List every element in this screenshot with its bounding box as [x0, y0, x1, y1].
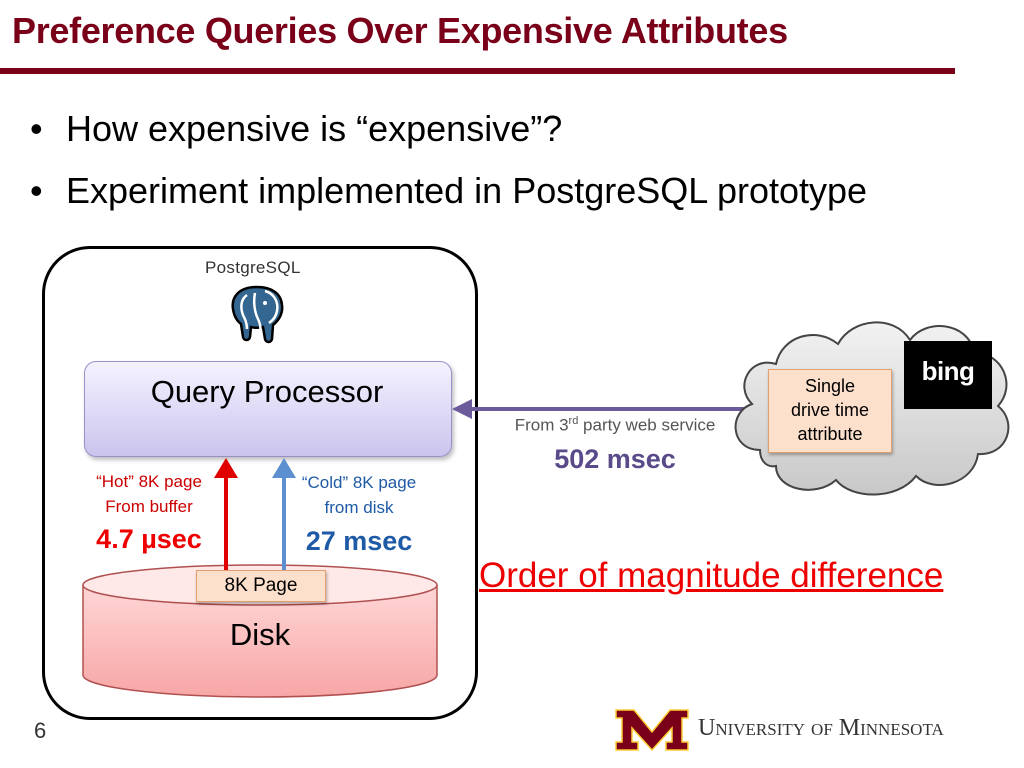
attribute-label-line1: Single — [804, 376, 856, 396]
disk-cylinder — [82, 564, 438, 698]
cold-arrow-head — [272, 458, 296, 478]
cold-page-label-line1: “Cold” 8K page — [301, 473, 417, 492]
web-latency-value: 502 msec — [554, 444, 676, 474]
bullet-text: How expensive is “expensive”? — [66, 108, 563, 149]
bing-logo-text: bing — [921, 356, 975, 386]
bullet-symbol: • — [30, 170, 43, 211]
bing-logo-icon — [904, 341, 992, 409]
page-number: 6 — [34, 718, 47, 743]
page-block: 8K Page — [196, 570, 326, 602]
cold-latency-value: 27 msec — [305, 526, 413, 556]
bullet-text: Experiment implemented in PostgreSQL pro… — [66, 170, 868, 211]
attribute-box — [768, 369, 892, 453]
hot-arrow-head — [214, 458, 238, 478]
disk-label: Disk — [229, 617, 291, 652]
postgresql-elephant-icon — [231, 285, 284, 344]
query-processor-box — [84, 361, 452, 457]
web-service-label: From 3rd party web service — [480, 415, 750, 436]
attribute-label-line3: attribute — [797, 424, 863, 444]
postgresql-logo-text: PostgreSQL — [205, 258, 301, 277]
hot-page-label-line2: From buffer — [105, 497, 193, 516]
university-m-logo-icon — [615, 709, 689, 752]
bullet-symbol: • — [30, 108, 43, 149]
web-service-label-suffix: party web service — [578, 415, 716, 435]
cold-page-label-line2: from disk — [324, 498, 394, 517]
web-service-label-sup: rd — [568, 415, 579, 427]
hot-latency-value: 4.7 µsec — [96, 524, 202, 554]
web-arrow-head — [452, 399, 472, 419]
bullet-item-1: • How expensive is “expensive”? — [30, 108, 562, 150]
hot-page-label-line1: “Hot” 8K page — [96, 472, 202, 491]
slide-title: Preference Queries Over Expensive Attrib… — [12, 10, 788, 51]
title-divider — [0, 68, 955, 74]
query-processor-label: Query Processor — [150, 374, 384, 409]
bullet-item-2: • Experiment implemented in PostgreSQL pr… — [30, 170, 867, 212]
conclusion-text: Order of magnitude difference — [479, 556, 944, 595]
university-name: University of Minnesota — [698, 715, 944, 741]
attribute-label-line2: drive time — [790, 400, 870, 420]
web-service-label-prefix: From 3 — [514, 415, 569, 435]
